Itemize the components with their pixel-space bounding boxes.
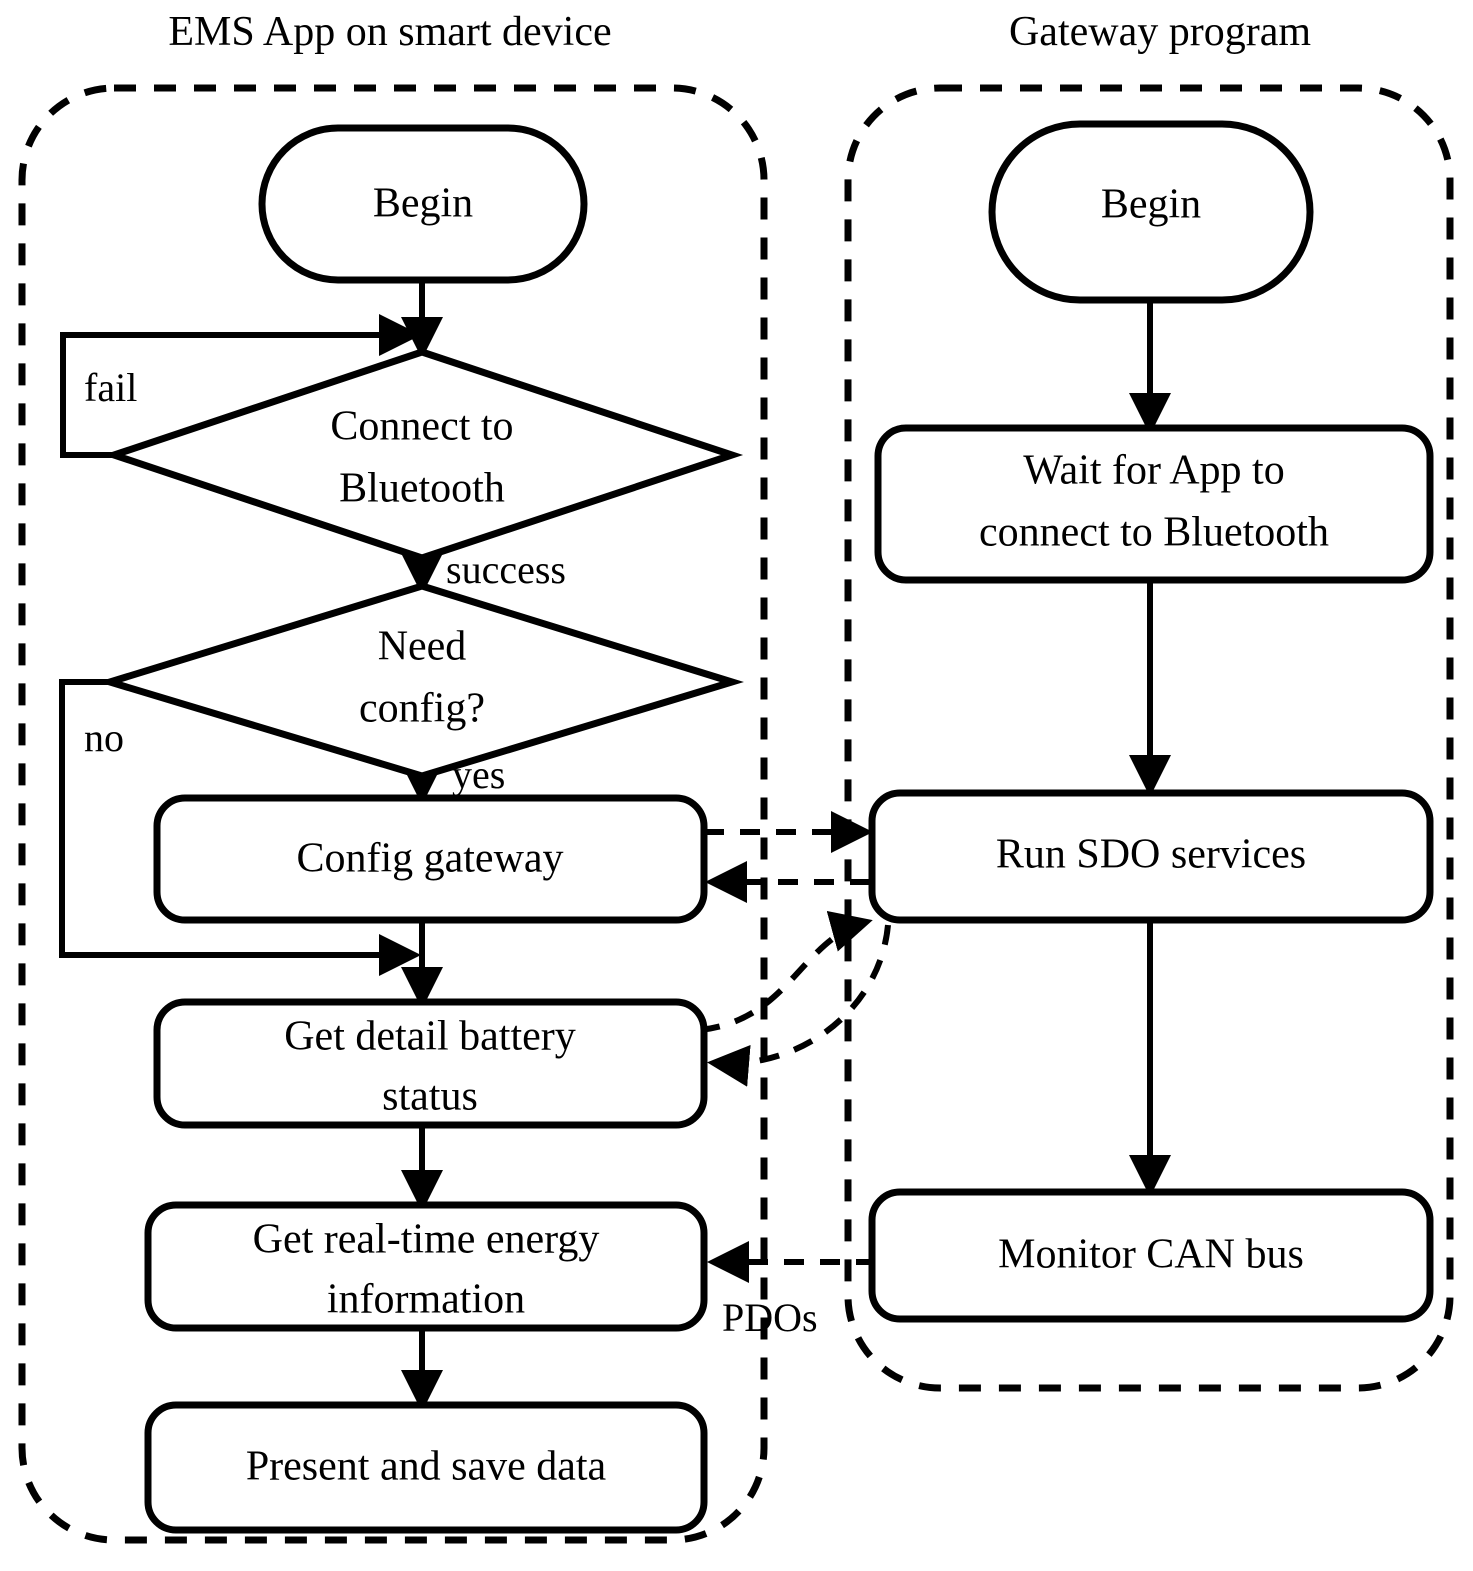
node-get-real-time-energy-information-label-line2: information — [327, 1277, 525, 1323]
node-need-config-label-line2: config? — [359, 686, 485, 732]
node-get-detail-battery-status-label-line1: Get detail battery — [284, 1014, 576, 1060]
node-present-and-save-data-label: Present and save data — [246, 1444, 607, 1490]
edge-label-success: success — [446, 547, 566, 592]
node-connect-to-bluetooth-label-line2: Bluetooth — [339, 466, 505, 512]
node-present-and-save-data[interactable]: Present and save data — [144, 1401, 708, 1534]
node-get-real-time-energy-information-label-line1: Get real-time energy — [253, 1217, 600, 1263]
node-need-config[interactable]: Need config? — [97, 582, 744, 780]
node-wait-for-app-label-line2: connect to Bluetooth — [979, 510, 1329, 556]
edge-label-fail: fail — [84, 365, 137, 410]
edge-need-config-no-loop — [59, 679, 421, 976]
node-app-begin[interactable]: Begin — [258, 124, 588, 284]
panel-title-gateway-program: Gateway program — [1008, 9, 1312, 55]
node-run-sdo-services-label: Run SDO services — [996, 832, 1306, 878]
node-monitor-can-bus-label: Monitor CAN bus — [998, 1232, 1304, 1278]
panel-border-ems-app — [18, 84, 768, 1544]
node-run-sdo-services[interactable]: Run SDO services — [868, 789, 1434, 924]
node-config-gateway[interactable]: Config gateway — [153, 794, 708, 924]
node-get-real-time-energy-information[interactable]: Get real-time energy information — [144, 1201, 708, 1332]
node-app-begin-label: Begin — [373, 181, 473, 227]
node-connect-to-bluetooth-label-line1: Connect to — [330, 404, 513, 450]
node-gw-begin[interactable]: Begin — [988, 120, 1314, 304]
edge-get-battery-to-run-sdo-request — [699, 910, 873, 1033]
panel-title-ems-app: EMS App on smart device — [168, 9, 612, 55]
node-config-gateway-label: Config gateway — [296, 836, 563, 882]
node-need-config-label-line1: Need — [378, 624, 467, 670]
edge-run-sdo-to-get-battery-response — [707, 924, 891, 1087]
node-wait-for-app-label-line1: Wait for App to — [1023, 448, 1284, 494]
edge-label-yes: yes — [452, 752, 505, 797]
node-connect-to-bluetooth[interactable]: Connect to Bluetooth — [102, 348, 744, 562]
node-get-detail-battery-status-label-line2: status — [382, 1074, 478, 1120]
node-get-detail-battery-status[interactable]: Get detail battery status — [153, 998, 708, 1129]
edge-label-pdos: PDOs — [722, 1295, 818, 1340]
node-wait-for-app-to-connect-to-bluetooth[interactable]: Wait for App to connect to Bluetooth — [874, 424, 1434, 584]
node-monitor-can-bus[interactable]: Monitor CAN bus — [868, 1188, 1434, 1323]
node-gw-begin-label: Begin — [1101, 182, 1201, 228]
edge-fail-loop — [60, 314, 421, 458]
edge-label-no: no — [84, 715, 124, 760]
panel-border-gateway-program — [844, 84, 1454, 1392]
